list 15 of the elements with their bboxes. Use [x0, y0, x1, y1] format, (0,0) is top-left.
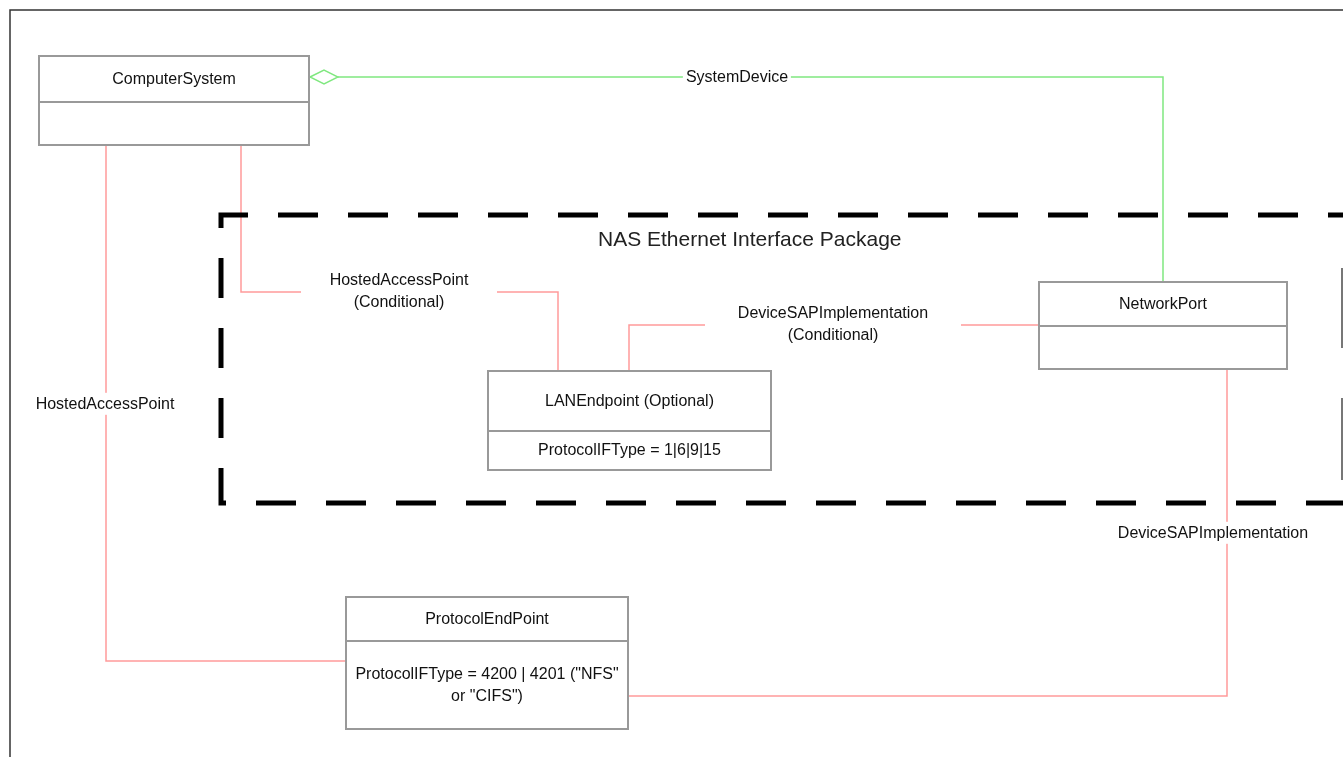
class-box	[38, 55, 310, 146]
class-name: ComputerSystem	[112, 68, 236, 89]
class-box	[345, 596, 629, 730]
attribute-text: ProtocolIFType = 1|6|9|15	[537, 440, 722, 461]
package-frame	[218, 212, 1343, 506]
class-box	[487, 370, 772, 471]
attribute-text: ProtocolIFType = 4200 | 4201 ("NFS" or "CIFS")	[354, 663, 620, 706]
class-box	[1038, 281, 1288, 370]
association-line	[628, 369, 1228, 697]
class-name: LANEndpoint (Optional)	[545, 390, 714, 411]
class-name: NetworkPort	[1119, 293, 1207, 314]
association-line	[105, 145, 346, 662]
aggregation-line	[309, 69, 1164, 282]
package-title: NAS Ethernet Interface Package	[598, 226, 902, 252]
class-name: ProtocolEndPoint	[425, 608, 549, 629]
